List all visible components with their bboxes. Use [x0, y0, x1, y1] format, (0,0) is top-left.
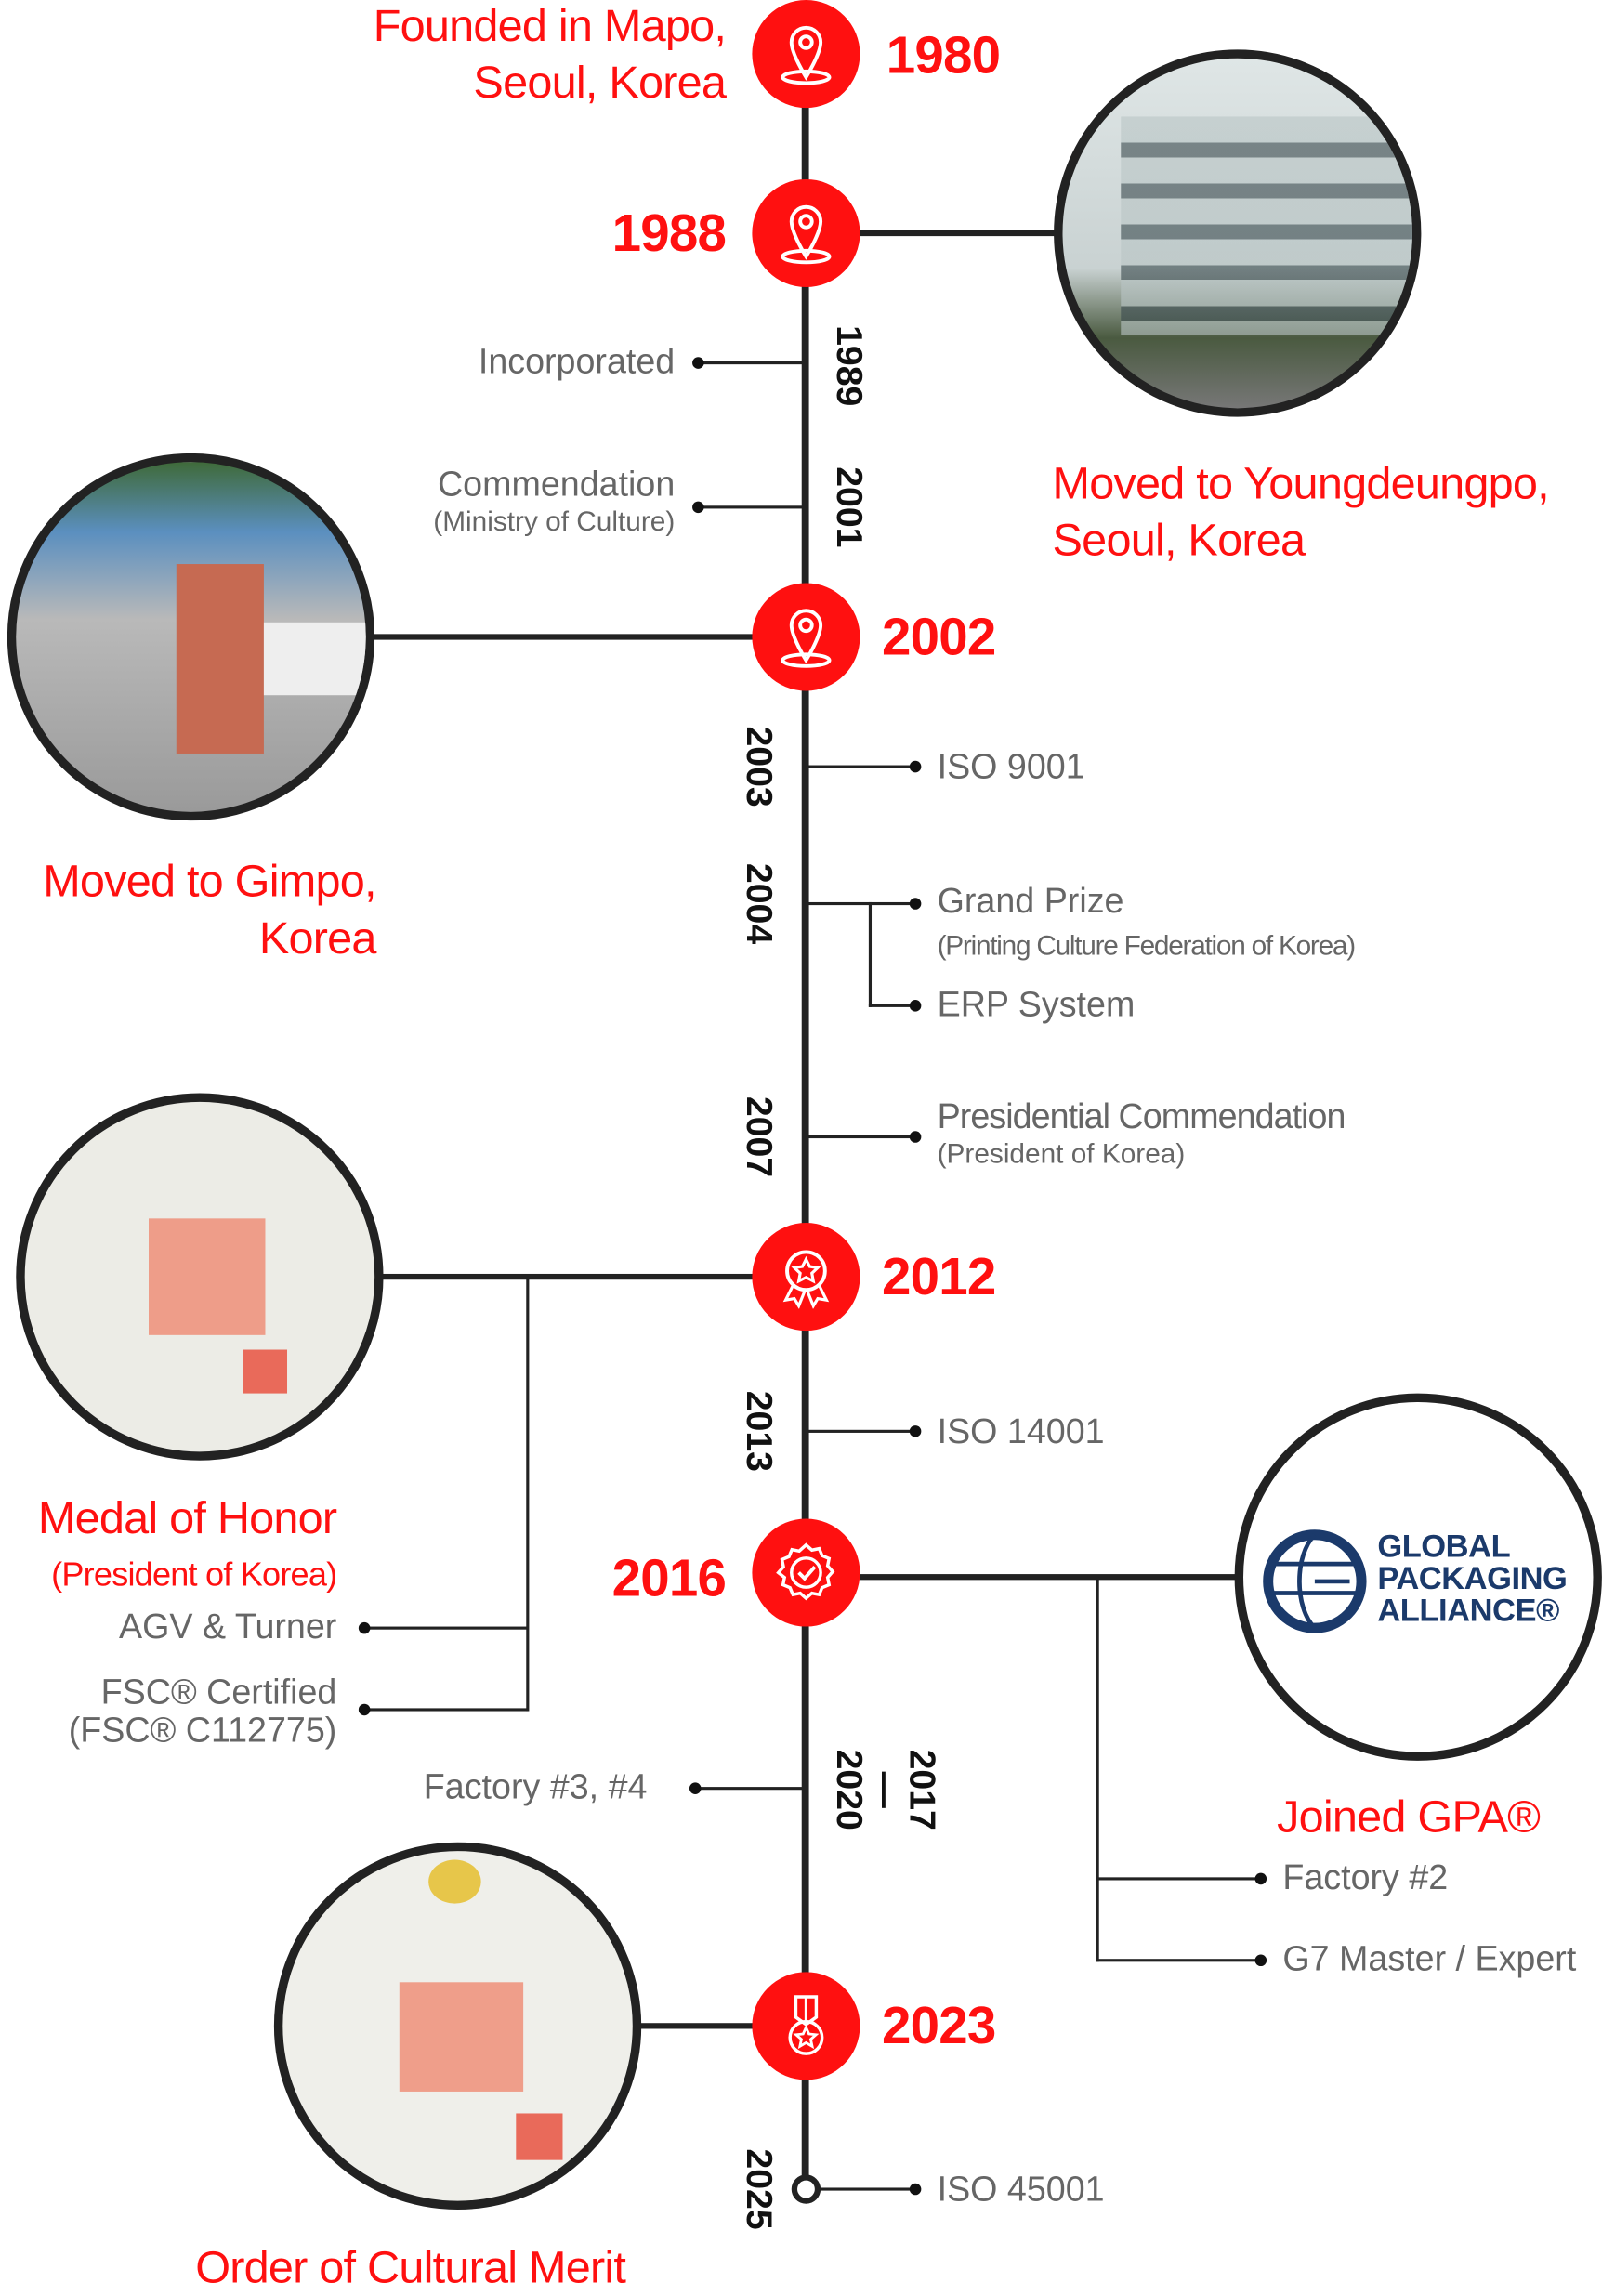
location-pin-icon — [752, 0, 860, 109]
year-2007: 2007 — [738, 1096, 780, 1178]
year-2001: 2001 — [828, 466, 870, 548]
factory-2-label: Factory #2 — [1282, 1857, 1449, 1898]
iso-14001-label: ISO 14001 — [937, 1411, 1105, 1452]
bullet-dot — [909, 2183, 922, 2196]
agv-turner-label: AGV & Turner — [119, 1607, 337, 1647]
bullet-dot — [1254, 1954, 1267, 1967]
location-pin-icon — [752, 583, 860, 691]
year-1989: 1989 — [828, 325, 870, 407]
bullet-dot — [909, 1131, 922, 1143]
year-1988: 1988 — [611, 203, 727, 263]
connector — [695, 1787, 805, 1791]
connector — [698, 505, 805, 509]
award-ribbon-icon — [752, 1223, 860, 1332]
connector — [868, 1004, 916, 1007]
connector — [860, 230, 1058, 237]
year-2016: 2016 — [611, 1547, 727, 1608]
connector — [364, 1626, 528, 1630]
bullet-dot — [692, 357, 704, 369]
youngdeungpo-building-photo — [1054, 49, 1422, 417]
bullet-dot — [909, 760, 922, 773]
fsc-certified-label: FSC® Certified(FSC® C112775) — [68, 1673, 337, 1751]
gimpo-factory-photo — [7, 453, 375, 821]
medal-icon — [752, 1972, 860, 2080]
connector — [370, 634, 755, 640]
iso-9001-label: ISO 9001 — [937, 747, 1085, 788]
gimpo-title: Moved to Gimpo,Korea — [43, 855, 376, 964]
cultural-merit-certificate-photo — [273, 1842, 642, 2210]
connector — [1096, 1877, 1261, 1881]
presidential-commendation-label: Presidential Commendation(President of K… — [937, 1097, 1346, 1171]
bullet-dot — [358, 1703, 371, 1716]
connector — [698, 361, 805, 365]
year-2013: 2013 — [738, 1390, 780, 1472]
medal-of-honor-title: Medal of Honor — [37, 1492, 337, 1544]
year-2003: 2003 — [738, 726, 780, 807]
timeline-end-marker — [791, 2174, 821, 2204]
timeline-spine — [801, 58, 809, 2190]
connector — [806, 1135, 916, 1139]
bullet-dot — [909, 1425, 922, 1437]
connector — [378, 1273, 755, 1280]
erp-system-label: ERP System — [937, 985, 1136, 1025]
bullet-dot — [689, 1782, 702, 1794]
commendation-label: Commendation(Ministry of Culture) — [433, 465, 676, 538]
connector — [1096, 1577, 1099, 1962]
year-2004: 2004 — [738, 862, 780, 945]
connector — [1096, 1959, 1261, 1962]
bullet-dot — [1254, 1872, 1267, 1885]
iso-45001-label: ISO 45001 — [937, 2170, 1105, 2210]
medal-of-honor-sub: (President of Korea) — [51, 1555, 337, 1594]
connector — [806, 901, 916, 906]
year-2002: 2002 — [882, 606, 996, 666]
connector — [806, 1429, 916, 1433]
bullet-dot — [909, 1000, 922, 1012]
connector — [364, 1708, 528, 1712]
year-dash: — — [864, 1771, 906, 1808]
founded-title: Founded in Mapo,Seoul, Korea — [373, 0, 727, 109]
gpa-logo-text: GLOBAL PACKAGING ALLIANCE® — [1377, 1527, 1568, 1629]
year-2023: 2023 — [882, 1995, 996, 2055]
certified-badge-icon — [752, 1518, 860, 1627]
year-range-2017-2020: 2017 — 2020 — [828, 1749, 943, 1830]
g7-master-label: G7 Master / Expert — [1282, 1939, 1577, 1980]
connector — [806, 2187, 916, 2191]
bullet-dot — [692, 501, 704, 514]
year-2017: 2017 — [901, 1749, 943, 1830]
year-2020: 2020 — [828, 1749, 870, 1830]
location-pin-icon — [752, 178, 860, 288]
connector — [868, 901, 873, 1007]
cultural-merit-title: Order of Cultural Merit — [195, 2241, 626, 2293]
incorporated-label: Incorporated — [478, 342, 676, 382]
connector — [526, 1277, 530, 1712]
bullet-dot — [909, 898, 922, 910]
year-2012: 2012 — [882, 1246, 996, 1306]
factory-3-4-label: Factory #3, #4 — [423, 1767, 648, 1808]
year-1980: 1980 — [886, 24, 1001, 85]
joined-gpa-title: Joined GPA® — [1277, 1791, 1541, 1843]
connector — [806, 765, 916, 768]
year-2025: 2025 — [738, 2148, 780, 2230]
medal-of-honor-certificate-photo — [16, 1093, 384, 1461]
gpa-logo-badge: GLOBAL PACKAGING ALLIANCE® — [1234, 1393, 1602, 1761]
connector — [860, 1574, 1240, 1581]
connector — [638, 2023, 755, 2029]
youngdeungpo-title: Moved to Youngdeungpo,Seoul, Korea — [1052, 457, 1550, 566]
globe-logo-icon — [1263, 1529, 1367, 1633]
bullet-dot — [358, 1621, 371, 1634]
grand-prize-label: Grand Prize(Printing Culture Federation … — [937, 882, 1357, 963]
